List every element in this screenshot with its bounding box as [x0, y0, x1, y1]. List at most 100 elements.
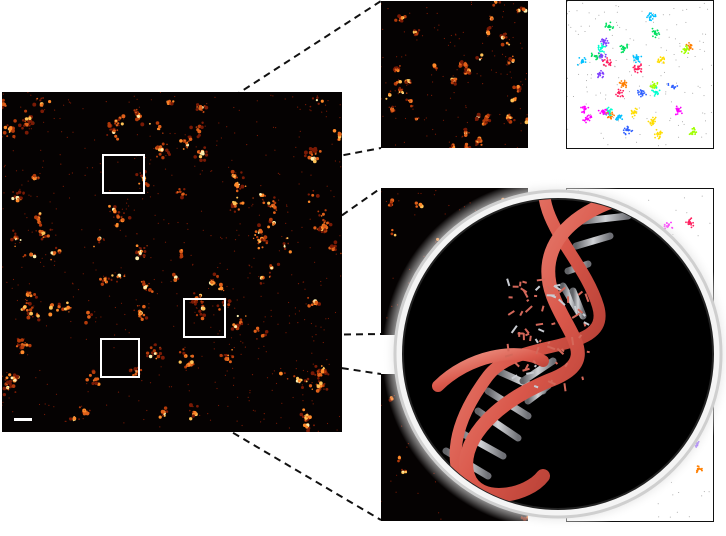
unclustered-point [695, 56, 696, 57]
fluorescent-spot [172, 273, 176, 277]
fluorescent-spot [287, 243, 289, 245]
unclustered-point [682, 121, 683, 122]
fluorescent-spot [410, 105, 413, 108]
background-speck [69, 309, 70, 310]
background-speck [314, 262, 315, 263]
fluorescent-spot [167, 101, 169, 103]
background-speck [295, 147, 296, 148]
fluorescent-spot [242, 176, 245, 179]
fluorescent-spot [338, 132, 341, 135]
fluorescent-spot [133, 309, 135, 311]
background-speck [137, 134, 138, 135]
roi-box-1[interactable] [102, 154, 145, 194]
fluorescent-spot [205, 151, 208, 154]
background-speck [502, 54, 503, 55]
cluster-point [640, 56, 642, 58]
background-speck [427, 13, 428, 14]
background-speck [272, 373, 273, 374]
background-speck [326, 116, 327, 117]
unclustered-point [646, 21, 647, 22]
fluorescent-spot [115, 120, 117, 122]
fluorescent-spot [313, 424, 315, 426]
background-speck [237, 397, 238, 398]
roi-box-3[interactable] [100, 338, 140, 378]
background-speck [36, 99, 37, 100]
background-speck [70, 102, 71, 103]
cluster-point [609, 29, 611, 31]
cluster-point [621, 92, 623, 94]
background-speck [299, 183, 300, 184]
background-speck [174, 133, 175, 134]
overview-image [2, 92, 342, 432]
unclustered-point [567, 13, 568, 14]
background-speck [136, 233, 137, 234]
unclustered-point [604, 12, 605, 13]
fluorescent-spot [23, 124, 26, 127]
background-speck [29, 283, 30, 284]
fluorescent-spot [315, 153, 317, 155]
background-speck [124, 274, 125, 275]
unclustered-point [665, 94, 666, 95]
background-speck [33, 305, 34, 306]
background-speck [252, 204, 253, 205]
background-speck [206, 103, 207, 104]
fluorescent-spot [149, 123, 151, 125]
background-speck [492, 26, 493, 27]
fluorescent-spot [59, 304, 61, 306]
unclustered-point [653, 22, 654, 23]
fluorescent-spot [114, 122, 116, 124]
fluorescent-spot [230, 209, 232, 211]
fluorescent-spot [306, 416, 308, 418]
background-speck [406, 85, 407, 86]
fluorescent-spot [185, 142, 187, 144]
cluster-point [591, 55, 593, 57]
cluster-point [584, 106, 586, 108]
fluorescent-spot [6, 380, 10, 384]
fluorescent-spot [399, 88, 401, 90]
background-speck [21, 267, 22, 268]
unclustered-point [662, 63, 663, 64]
fluorescent-spot [120, 277, 122, 279]
fluorescent-spot [512, 85, 516, 89]
background-speck [243, 297, 244, 298]
unclustered-point [704, 3, 705, 4]
fluorescent-spot [240, 318, 243, 321]
background-speck [88, 300, 89, 301]
cluster-point [584, 109, 586, 111]
fluorescent-spot [183, 188, 185, 190]
background-speck [482, 43, 483, 44]
background-speck [238, 235, 239, 236]
fluorescent-spot [162, 132, 164, 134]
background-speck [449, 142, 450, 143]
fluorescent-spot [196, 108, 199, 111]
background-speck [125, 236, 126, 237]
fluorescent-spot [234, 325, 237, 328]
cluster-point [608, 107, 610, 109]
background-speck [216, 284, 217, 285]
background-speck [86, 383, 87, 384]
background-speck [5, 176, 6, 177]
background-speck [171, 281, 172, 282]
background-speck [249, 390, 250, 391]
background-speck [228, 307, 229, 308]
fluorescent-spot [164, 406, 167, 409]
background-speck [299, 136, 300, 137]
fluorescent-spot [492, 4, 495, 7]
cluster-point [623, 132, 625, 134]
fluorescent-spot [406, 92, 408, 94]
fluorescent-spot [394, 19, 397, 22]
fluorescent-spot [182, 352, 185, 355]
unclustered-point [698, 86, 699, 87]
fluorescent-spot [84, 410, 85, 411]
fluorescent-spot [21, 127, 24, 130]
background-speck [407, 84, 408, 85]
unclustered-point [663, 14, 664, 15]
dna-helix-inset [378, 176, 726, 536]
cluster-point [637, 72, 639, 74]
background-speck [291, 230, 292, 231]
roi-box-2[interactable] [183, 298, 226, 338]
fluorescent-spot [24, 120, 26, 122]
fluorescent-spot [16, 236, 18, 238]
fluorescent-spot [113, 129, 116, 132]
background-speck [5, 165, 6, 166]
